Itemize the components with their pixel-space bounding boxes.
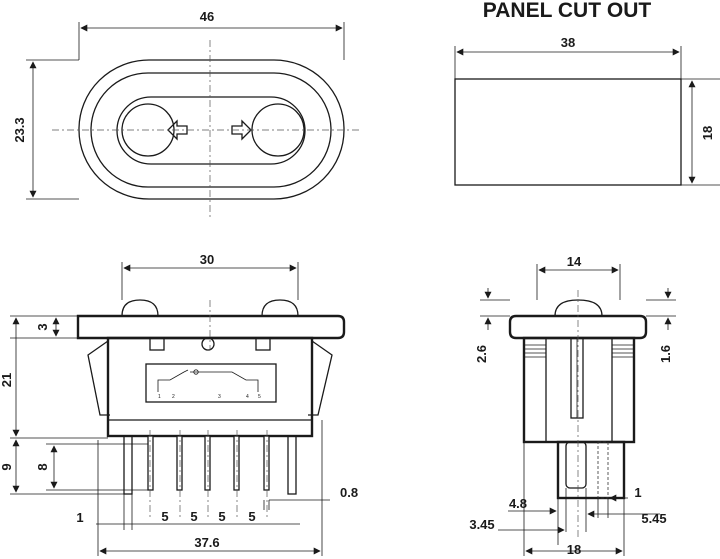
pin-label-1: 1 [158,394,161,400]
terminal [263,435,270,491]
pin-label-5: 5 [258,394,261,400]
top-view-inner-outline [90,72,332,188]
front-right-dome [261,299,299,317]
dim-term-total: 9 [0,463,14,470]
side-flange [508,314,648,340]
dim-body-height: 21 [0,373,14,387]
side-leg [597,441,609,499]
front-housing [106,336,314,438]
cutout-rectangle [454,78,682,186]
front-center-hole [201,337,215,351]
top-view: 46 23.3 [12,9,360,220]
side-ribs [524,344,634,358]
front-left-notch [149,337,165,351]
dim-term-offset: 1 [76,510,83,525]
side-terminal [565,441,587,489]
circuit-schematic [157,369,259,392]
dim-pitch-1: 5 [161,509,168,524]
terminal [204,435,211,491]
pin-label-2: 2 [172,394,175,400]
dim-s-4-8: 4.8 [509,496,527,511]
side-lower-body [556,440,626,500]
front-right-notch [255,337,271,351]
pin-label-3: 3 [218,394,221,400]
panel-cutout-title: PANEL CUT OUT [483,0,652,22]
dim-side-right: 1.6 [658,345,673,363]
dim-term-len: 8 [35,463,50,470]
dim-s-5-45: 5.45 [641,511,666,526]
side-dome [554,299,603,317]
side-housing [522,336,636,444]
dim-s-3-45: 3.45 [469,517,494,532]
dim-overall-width: 37.6 [194,535,219,550]
front-left-dome [121,299,159,317]
dim-s-18: 18 [567,542,581,557]
dim-pitch-4: 5 [248,509,255,524]
dim-pitch-2: 5 [190,509,197,524]
dim-side-left: 2.6 [474,345,489,363]
dim-s-1: 1 [634,485,641,500]
dim-flange: 3 [35,323,50,330]
side-view: 14 2.6 1.6 4.8 1 3.45 5.45 [469,254,676,557]
circuit-label [145,363,277,403]
pin-label-4: 4 [246,394,249,400]
dim-front-width: 30 [200,252,214,267]
front-flange [76,314,346,340]
terminal [233,435,240,491]
dim-top-height: 23.3 [12,117,27,142]
dim-pitch-3: 5 [218,509,225,524]
dim-top-width: 46 [200,9,214,24]
front-view: 1 2 3 4 5 30 3 [0,252,358,556]
rocker-window [116,96,306,165]
dim-side-width: 14 [567,254,582,269]
terminal [147,435,154,491]
panel-cutout-view: PANEL CUT OUT 38 18 [454,0,720,186]
dim-cutout-width: 38 [561,35,575,50]
front-left-spring [87,340,110,416]
top-view-outer-outline [78,59,345,200]
front-left-leg [123,435,133,495]
front-right-leg [287,435,297,495]
dim-cutout-height: 18 [700,126,715,140]
terminal [176,435,183,491]
terminals [147,435,270,491]
dim-term-thick: 0.8 [340,485,358,500]
